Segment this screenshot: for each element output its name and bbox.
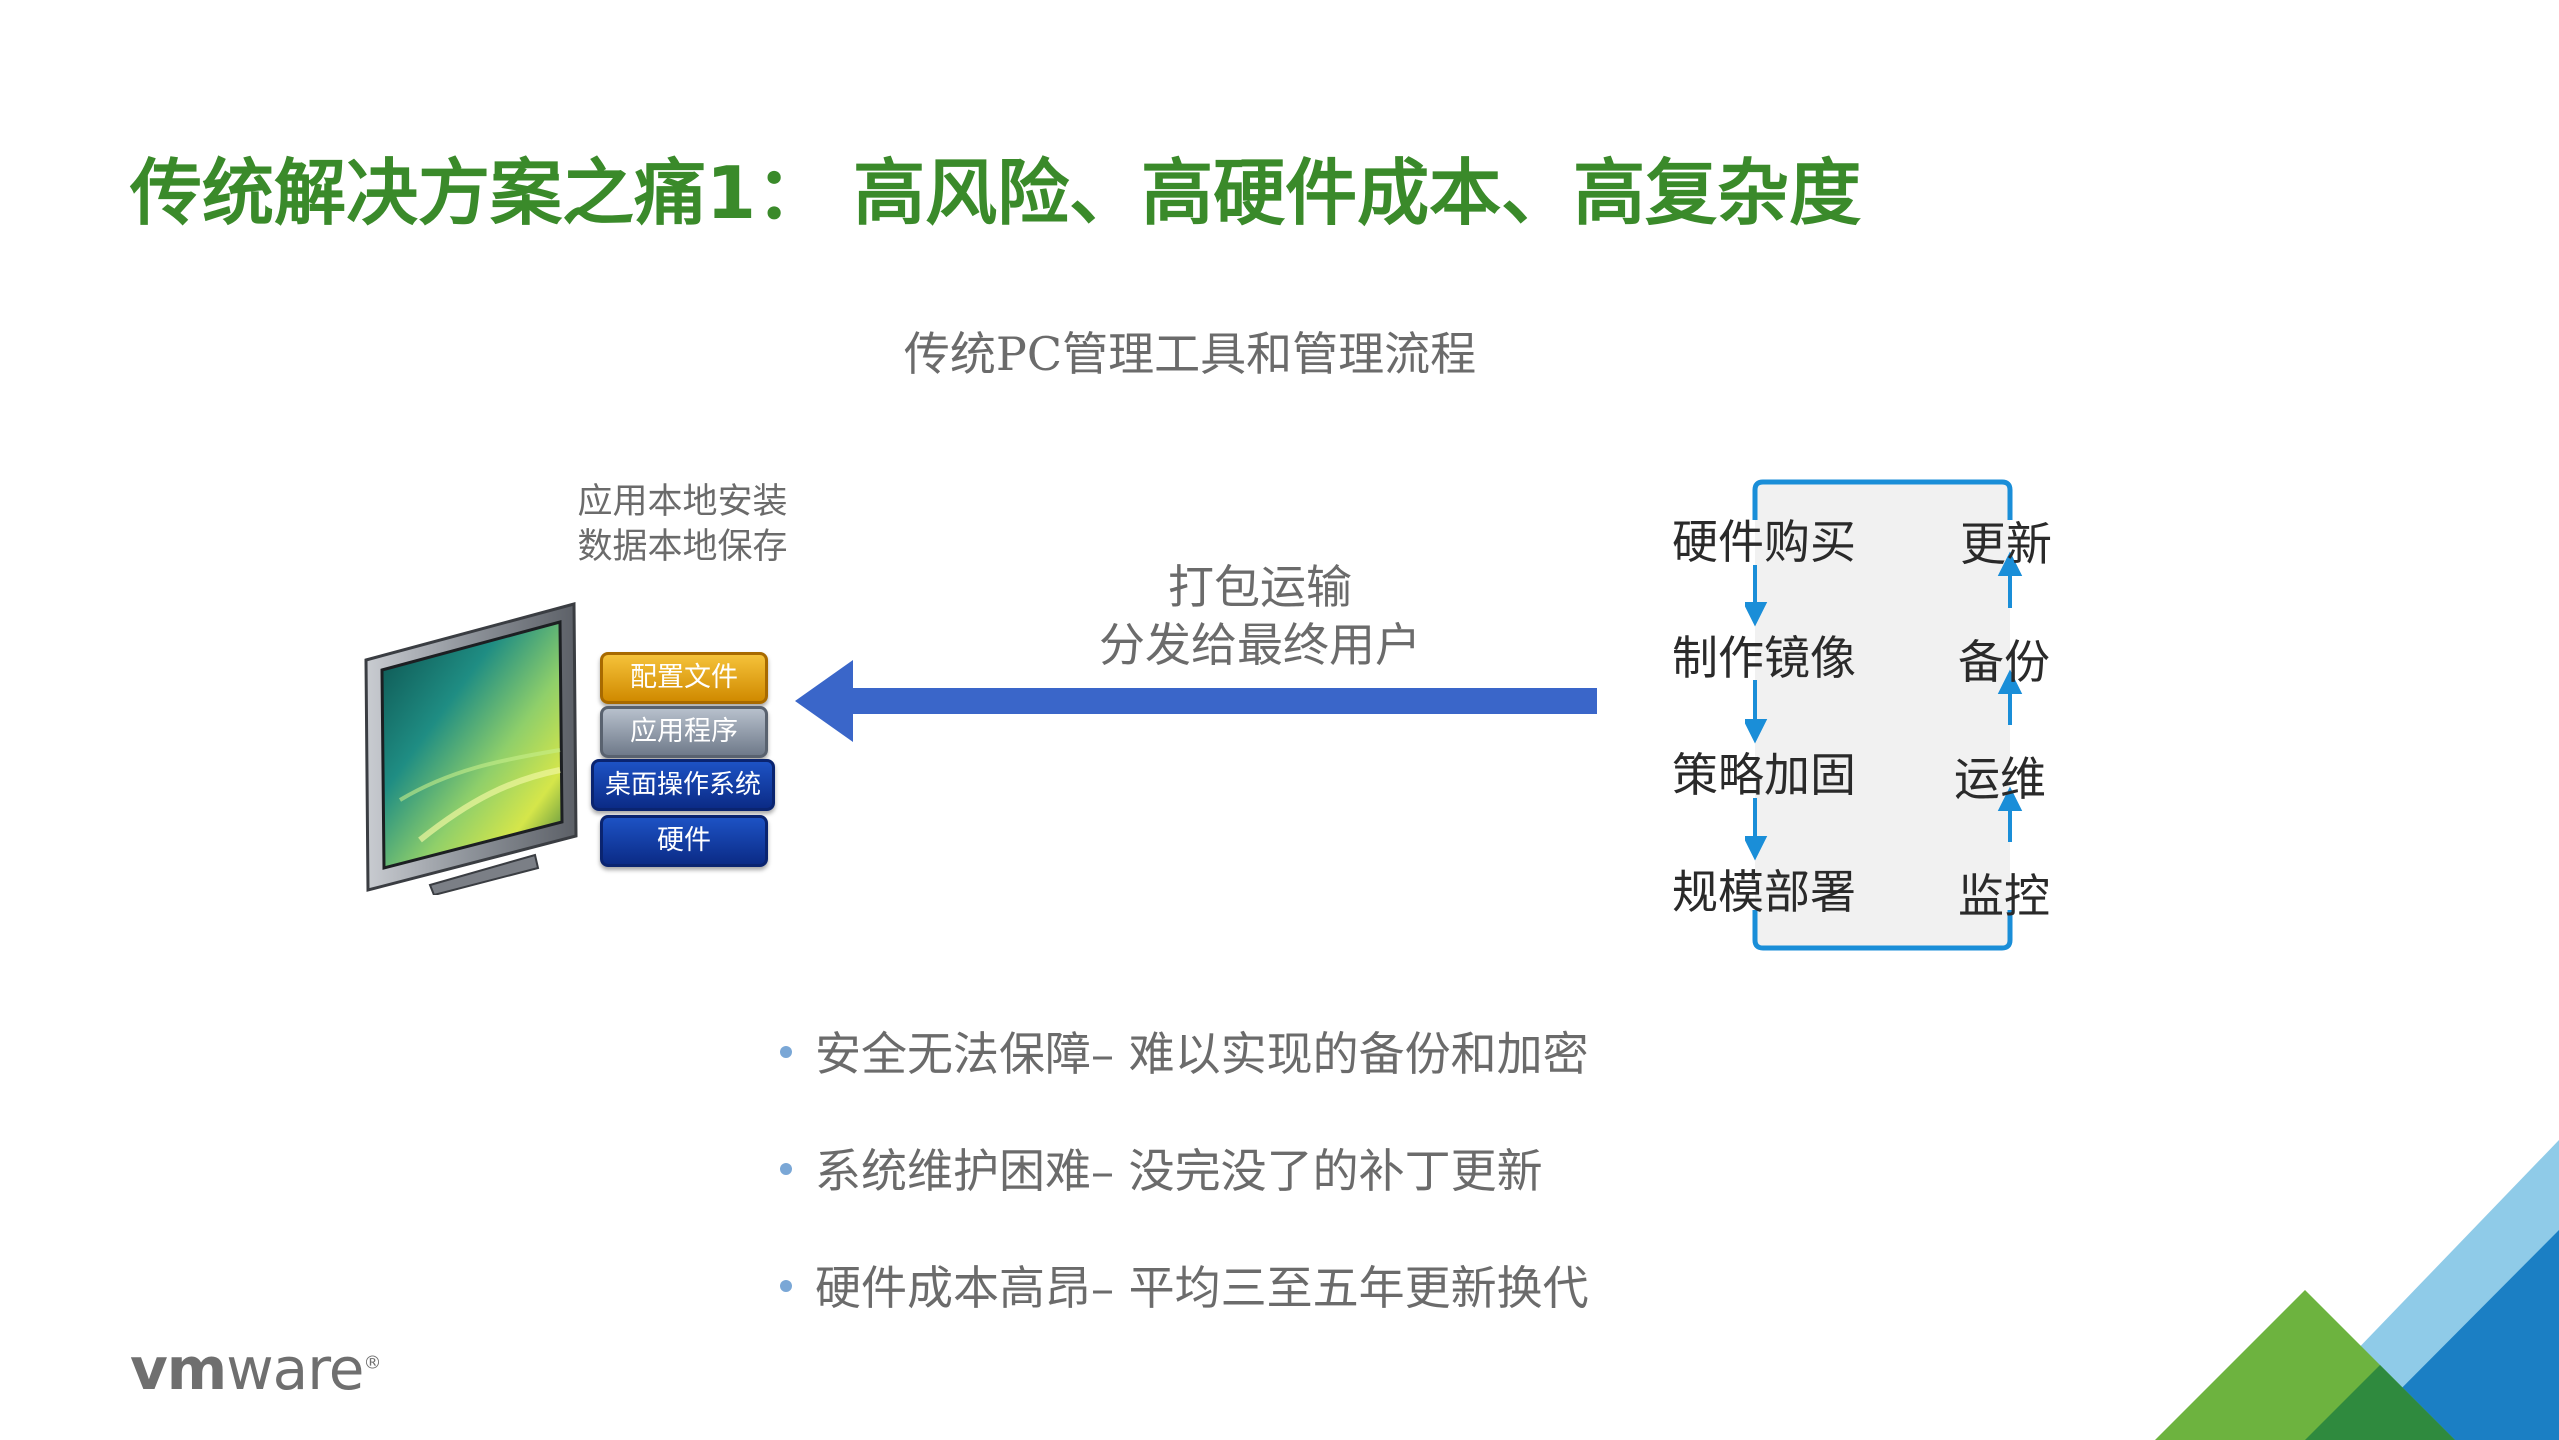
distribution-arrow-icon xyxy=(795,660,1597,742)
pc-monitor-icon xyxy=(364,602,578,895)
process-step-policy-hardening: 策略加固 xyxy=(1672,748,1856,802)
process-step-update: 更新 xyxy=(1960,517,2052,571)
layer-applications: 应用程序 xyxy=(600,706,768,758)
transport-line-2: 分发给最终用户 xyxy=(1099,618,1421,672)
layer-config-files: 配置文件 xyxy=(600,652,768,704)
bullet-maintenance: 系统维护困难– 没完没了的补丁更新 xyxy=(815,1144,1543,1198)
local-caption: 应用本地安装 数据本地保存 xyxy=(560,480,805,570)
process-step-build-image: 制作镜像 xyxy=(1672,631,1856,685)
local-caption-line-1: 应用本地安装 xyxy=(577,482,788,522)
layer-hardware: 硬件 xyxy=(600,815,768,867)
corner-decoration xyxy=(2155,1140,2559,1440)
process-step-operations: 运维 xyxy=(1954,752,2046,806)
vmware-logo: vmware® xyxy=(130,1335,381,1403)
bullet-hardware-cost: 硬件成本高昂– 平均三至五年更新换代 xyxy=(815,1261,1589,1315)
slide-title: 传统解决方案之痛1： 高风险、高硬件成本、高复杂度 xyxy=(130,151,1862,235)
layer-desktop-os: 桌面操作系统 xyxy=(591,759,775,811)
transport-line-1: 打包运输 xyxy=(1168,560,1352,614)
process-loop-diagram xyxy=(1745,479,2023,951)
bullet-marker xyxy=(780,1280,792,1292)
transport-caption: 打包运输 分发给最终用户 xyxy=(1040,558,1480,674)
bullet-marker xyxy=(780,1163,792,1175)
process-step-mass-deployment: 规模部署 xyxy=(1672,865,1856,919)
process-step-monitoring: 监控 xyxy=(1958,869,2050,923)
local-caption-line-2: 数据本地保存 xyxy=(577,527,788,567)
slide-subtitle: 传统PC管理工具和管理流程 xyxy=(903,327,1477,381)
bullet-marker xyxy=(780,1046,792,1058)
process-step-backup: 备份 xyxy=(1958,635,2050,689)
bullet-security: 安全无法保障– 难以实现的备份和加密 xyxy=(815,1027,1589,1081)
process-step-hardware-purchase: 硬件购买 xyxy=(1672,515,1856,569)
